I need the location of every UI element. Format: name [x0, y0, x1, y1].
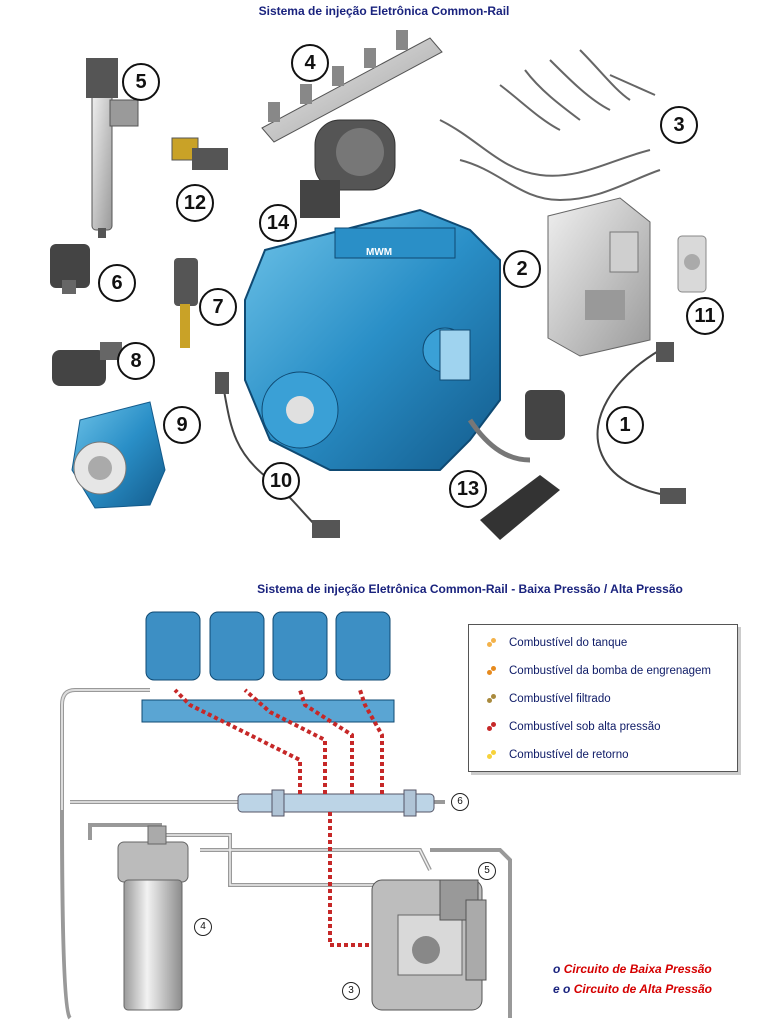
bottom-title: Sistema de injeção Eletrônica Common-Rai… — [257, 582, 683, 596]
sensor-11-icon — [677, 235, 707, 293]
return-lines-highlight — [70, 801, 431, 886]
circuit-label-5: 5 — [478, 862, 496, 880]
rail-diagram — [237, 789, 435, 817]
dot-icon — [487, 693, 497, 704]
map-sensor-icon — [50, 244, 90, 294]
dot-icon — [487, 637, 497, 648]
label-11: 11 — [686, 297, 724, 335]
label-8: 8 — [117, 342, 155, 380]
high-pressure-lines — [173, 688, 387, 947]
dot-icon — [487, 665, 497, 676]
engine-block-icon: MWM — [244, 208, 501, 471]
label-7: 7 — [199, 288, 237, 326]
speed-sensor-icon — [596, 342, 686, 504]
legend-item-gear-pump: Combustível da bomba de engrenagem — [487, 665, 711, 677]
wiring-harness-icon — [439, 49, 661, 202]
ecu-module-icon — [547, 197, 651, 357]
circuit-label-4: 4 — [194, 918, 212, 936]
circuit-label-6: 6 — [451, 793, 469, 811]
label-2: 2 — [503, 250, 541, 288]
label-14: 14 — [259, 204, 297, 242]
dot-icon — [487, 749, 497, 760]
injector-icon — [86, 58, 139, 238]
fuel-legend: Combustível do tanque Combustível da bom… — [468, 624, 738, 772]
high-pressure-pump-icon — [71, 401, 166, 509]
label-5: 5 — [122, 63, 160, 101]
legend-item-return: Combustível de retorno — [487, 749, 629, 761]
dot-icon — [487, 721, 497, 732]
injector-heads — [141, 611, 395, 723]
label-4: 4 — [291, 44, 329, 82]
label-10: 10 — [262, 462, 300, 500]
engine-brand-label: MWM — [366, 247, 392, 258]
note-low-pressure: o Circuito de Baixa Pressão — [553, 962, 712, 976]
label-13: 13 — [449, 470, 487, 508]
pressure-sensor-icon — [171, 137, 228, 170]
label-6: 6 — [98, 264, 136, 302]
note-high-pressure: e o Circuito de Alta Pressão — [553, 982, 712, 996]
pump-diagram — [371, 879, 487, 1011]
label-9: 9 — [163, 406, 201, 444]
camshaft-sensor-icon — [52, 342, 122, 386]
circuit-label-3: 3 — [342, 982, 360, 1000]
metering-valve-icon — [300, 119, 396, 218]
fuel-circuit-diagram — [60, 611, 512, 1020]
legend-item-tank: Combustível do tanque — [487, 637, 627, 649]
label-12: 12 — [176, 184, 214, 222]
fuel-filter-diagram — [117, 825, 189, 1011]
label-1: 1 — [606, 406, 644, 444]
legend-item-filtered: Combustível filtrado — [487, 693, 611, 705]
temperature-sensor-icon — [174, 258, 198, 348]
top-title: Sistema de injeção Eletrônica Common-Rai… — [258, 4, 510, 18]
fuel-rail-icon — [261, 30, 443, 143]
legend-item-high-pressure: Combustível sob alta pressão — [487, 721, 661, 733]
label-3: 3 — [660, 106, 698, 144]
accelerator-pedal-icon — [467, 390, 565, 540]
